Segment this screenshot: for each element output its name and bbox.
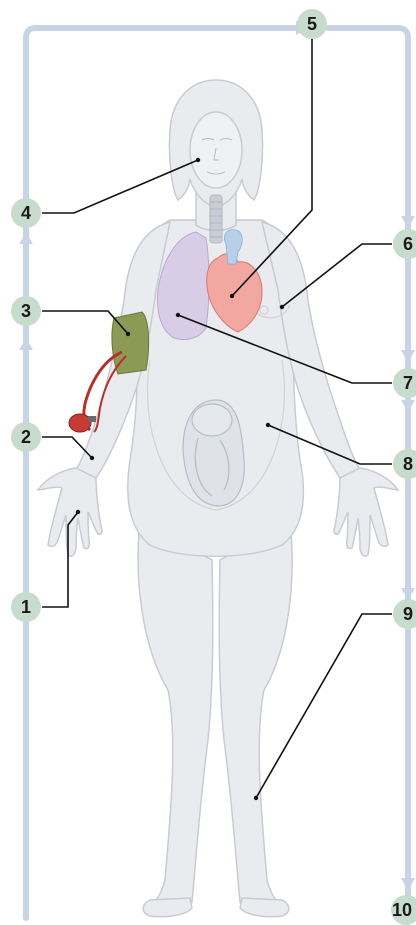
svg-text:5: 5 (307, 14, 317, 34)
svg-text:2: 2 (21, 427, 31, 447)
inflation-bulb (69, 414, 91, 432)
badge-7: 7 (393, 368, 416, 398)
badge-6: 6 (393, 229, 416, 259)
svg-text:7: 7 (403, 373, 413, 393)
left-hand (38, 468, 102, 556)
right-hand (334, 468, 398, 556)
right-leg (219, 520, 292, 914)
svg-text:10: 10 (392, 900, 412, 920)
svg-text:8: 8 (403, 454, 413, 474)
svg-text:1: 1 (21, 597, 31, 617)
left-leg (138, 520, 213, 914)
right-foot (240, 898, 289, 917)
left-foot (143, 898, 192, 917)
badge-5: 5 (297, 9, 327, 39)
trachea (210, 195, 222, 243)
svg-text:9: 9 (403, 604, 413, 624)
badge-8: 8 (393, 449, 416, 479)
badge-9: 9 (393, 599, 416, 629)
badge-10: 10 (391, 895, 416, 925)
svg-text:4: 4 (21, 203, 31, 223)
badge-1: 1 (11, 592, 41, 622)
badge-2: 2 (11, 422, 41, 452)
badge-3: 3 (11, 296, 41, 326)
svg-text:6: 6 (403, 234, 413, 254)
badge-4: 4 (11, 198, 41, 228)
svg-text:3: 3 (21, 301, 31, 321)
